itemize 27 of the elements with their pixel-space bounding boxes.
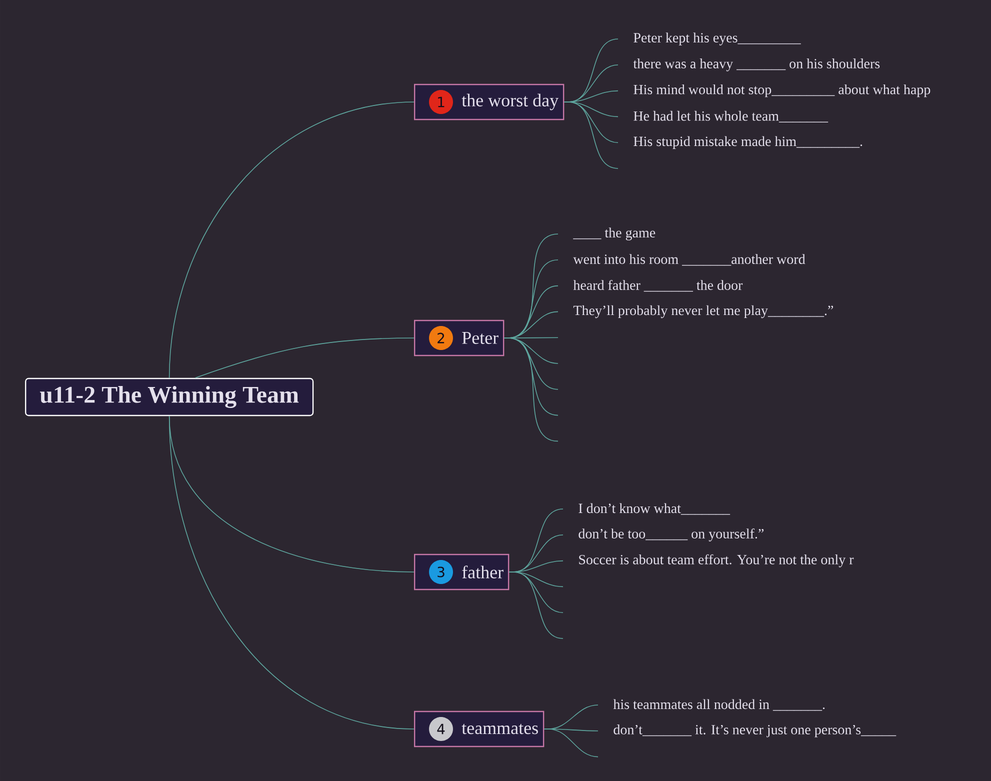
branch-text: don’t be too______ on yourself.” (578, 528, 764, 542)
branch-line (168, 416, 414, 572)
branch-text: His mind would not stop_________ about what happ (634, 84, 930, 98)
branch-line (504, 338, 558, 442)
branch-text: They’ll probably never let me play________.” (573, 305, 834, 318)
number-badge: 3 (429, 560, 453, 584)
branch-line (564, 102, 618, 169)
number-badge: 4 (429, 717, 453, 741)
branch-text: I don’t know what_______ (578, 503, 730, 515)
branch-text: His stupid mistake made him_________. (634, 136, 862, 149)
root-box: u11-2 The Winning Team (25, 378, 314, 416)
number-badge: 2 (429, 326, 453, 350)
branch-line (168, 416, 414, 730)
branch-line (508, 572, 564, 639)
branch-line (194, 338, 414, 378)
branch-text: don’t_______ it. It’s never just one person’s_____ (614, 724, 896, 738)
branch-line (168, 102, 414, 378)
branch-text: Peter kept his eyes_________ (634, 32, 801, 46)
branch-text: went into his room _______another word (573, 254, 806, 266)
branch-text: ____ the game (573, 228, 656, 240)
branch-text: Soccer is about team effort. You’re not the only r (579, 554, 854, 568)
branch-text: his teammates all nodded in _______. (613, 699, 825, 711)
branch-text: there was a heavy _______ on his shoulders (633, 58, 880, 72)
branch-text: heard father _______ the door (573, 280, 743, 292)
branch-text: He had let his whole team_______ (634, 110, 828, 122)
branch-line (544, 728, 598, 758)
number-badge: 1 (429, 90, 453, 114)
